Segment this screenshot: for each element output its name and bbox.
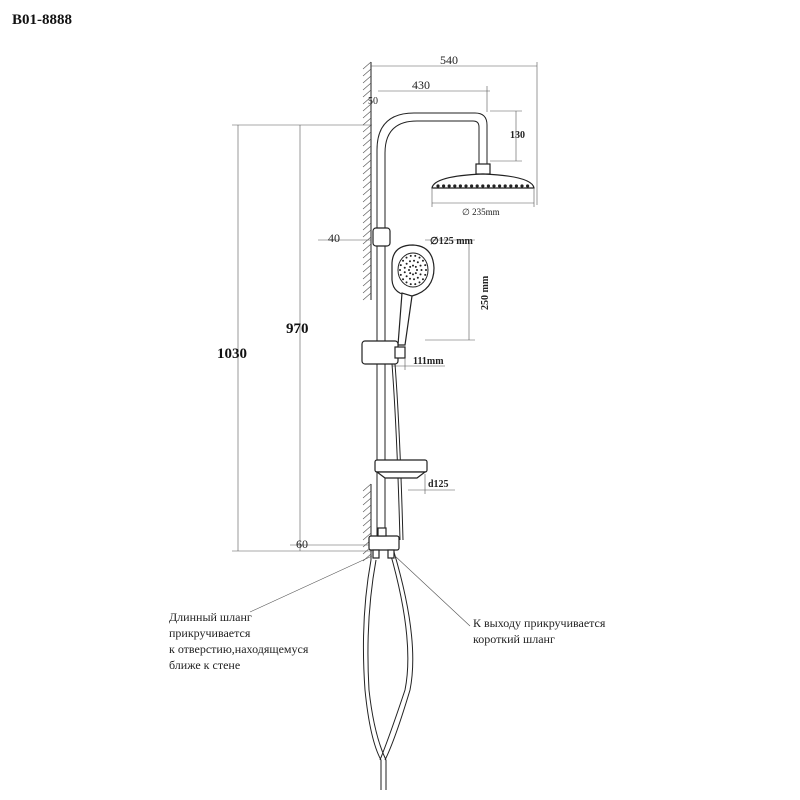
dimension-130: 130 <box>490 110 525 162</box>
dim-hand-diameter-label: ∅125 mm <box>430 236 474 247</box>
note-left-line-2: прикручивается <box>169 626 251 640</box>
dimension-970: 970 <box>286 125 309 551</box>
note-left-line-4: ближе к стене <box>169 658 240 672</box>
dim-total-height-label: 1030 <box>217 346 247 362</box>
top-holder: 40 <box>318 227 391 247</box>
dimension-1030: 1030 <box>217 124 372 552</box>
leader-left <box>249 555 373 613</box>
wall-upper <box>362 61 372 301</box>
dim-rail-height-label: 970 <box>286 321 309 337</box>
dim-head-diameter-label: ∅ 235mm <box>462 207 500 217</box>
dimension-540: 540 <box>371 53 538 205</box>
dim-holder-label: 40 <box>328 231 340 245</box>
soap-dish: d125 <box>374 459 455 494</box>
dim-bottom-offset-label: 60 <box>296 537 308 551</box>
dim-arm-length-label: 430 <box>412 78 430 92</box>
dim-soap-dish-label: d125 <box>428 479 449 490</box>
dimension-430: 430 <box>378 78 490 112</box>
diverter-valve: 60 <box>290 527 400 559</box>
slider-bracket: 111mm <box>361 340 445 370</box>
note-right: К выходу прикручивается короткий шланг <box>473 616 606 646</box>
dim-wall-gap-label: 50 <box>368 96 378 107</box>
model-title: B01-8888 <box>12 12 72 28</box>
note-left: Длинный шланг прикручивается к отверстию… <box>169 610 309 672</box>
note-right-line-2: короткий шланг <box>473 632 555 646</box>
note-right-line-1: К выходу прикручивается <box>473 616 606 630</box>
shower-rail <box>376 112 488 543</box>
hand-shower: ∅125 mm 250 mm <box>391 236 491 346</box>
note-left-line-3: к отверстию,находящемуся <box>169 642 309 656</box>
dim-hand-length-label: 250 mm <box>480 275 491 310</box>
dim-slider-label: 111mm <box>413 356 444 367</box>
hose <box>362 363 414 790</box>
overhead-shower-head: ∅ 235mm <box>431 163 535 217</box>
leader-right <box>394 555 471 627</box>
dim-head-drop-label: 130 <box>510 130 525 141</box>
dim-total-width-label: 540 <box>440 53 458 67</box>
note-left-line-1: Длинный шланг <box>169 610 252 624</box>
